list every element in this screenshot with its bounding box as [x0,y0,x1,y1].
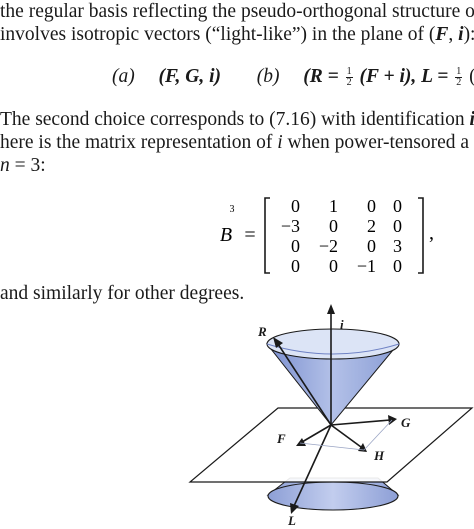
guide-lines [299,419,393,451]
matrix-cell: −3 [281,216,300,236]
text-line-2-pre: involves isotropic vectors (“light-like”… [0,24,436,45]
vector-G-shaft [330,419,391,426]
matrix-cell: 0 [367,196,376,216]
text-line-3: The second choice corresponds to (7.16) … [0,108,474,132]
text-line-2-sep: , [448,24,459,45]
eq-b-mid: (F + i), L = [354,66,454,87]
matrix-cell: 0 [393,216,402,236]
fraction-denominator: 2 [346,77,352,89]
matrix-cell: 0 [291,196,300,216]
label-G: G [401,415,411,430]
fraction-numerator: 1 [345,66,353,79]
label-F: F [276,431,286,446]
text-line-3-pre: The second choice corresponds to (7.16) … [0,109,470,130]
symbol-n: n [0,155,10,176]
vector-R-arrowhead [273,337,283,348]
vector-H-shaft [330,424,362,448]
text-line-2-post: ): [463,24,474,45]
matrix-cell: 2 [367,216,376,236]
matrix-equals: = [244,224,255,246]
text-line-5-post: = 3: [9,155,46,176]
matrix-cell: 0 [329,216,338,236]
matrix-cell: −1 [357,256,376,275]
vector-F-arrowhead [296,438,306,446]
text-line-1-content: the regular basis reflecting the pseudo-… [0,1,474,22]
vector-L-arrowhead [290,503,299,514]
matrix-trailing-comma: , [429,222,434,244]
matrix-left-bracket [264,197,270,274]
eq-a-body: (F, G, i) [158,66,221,87]
fraction-denominator: 2 [456,77,462,89]
text-line-4-post: when power-tensored a [282,132,470,153]
vector-R-shaft [277,343,332,426]
matrix-name: B [220,224,232,246]
vector-F-shaft [301,424,332,443]
text-line-4: here is the matrix representation of i w… [0,131,469,155]
label-H: H [373,448,385,463]
fraction-numerator: 1 [455,66,463,79]
matrix-cell: 0 [393,256,402,275]
symbol-i-3: i [277,132,283,153]
label-L: L [287,513,296,528]
matrix-right-bracket [418,197,424,274]
vector-L-shaft [293,424,332,507]
matrix-superscript: 3 [230,204,235,215]
text-line-6: and similarly for other degrees. [0,282,244,306]
matrix-cell: 0 [291,236,300,256]
matrix-cell: 0 [367,236,376,256]
guide-line-G-H [363,419,393,451]
label-R: R [257,324,267,339]
matrix-cell: 1 [329,196,338,216]
matrix-cell: 0 [393,196,402,216]
eq-b-R: (R = [303,66,344,87]
eq-b-tail: ( [464,66,474,87]
text-line-1: the regular basis reflecting the pseudo-… [0,0,474,24]
eq-a-label: (a) [112,66,135,87]
eq-b-label: (b) [256,66,280,87]
text-line-2: involves isotropic vectors (“light-like”… [0,23,474,47]
text-line-6-content: and similarly for other degrees. [0,283,245,304]
symbol-F: F [435,24,449,45]
matrix-cell: −2 [319,236,338,256]
text-line-5: n = 3: [0,154,46,178]
upper-cone-rim-shadow [266,343,400,355]
matrix-cell: 0 [291,256,300,275]
spacelike-plane [188,407,474,483]
text-line-4-pre: here is the matrix representation of [0,132,278,153]
light-cone-figure: R i G F H L [188,304,474,528]
label-i: i [340,317,344,332]
lower-cone-base [267,481,399,511]
vector-i-arrowhead [327,304,335,314]
matrix-cell: 3 [393,236,402,256]
guide-line-F-H [299,442,365,451]
matrix-cell: 0 [329,256,338,275]
symbol-i: i [458,24,464,45]
symbol-i-2: i [470,109,474,130]
vector-G-arrowhead [388,415,397,425]
